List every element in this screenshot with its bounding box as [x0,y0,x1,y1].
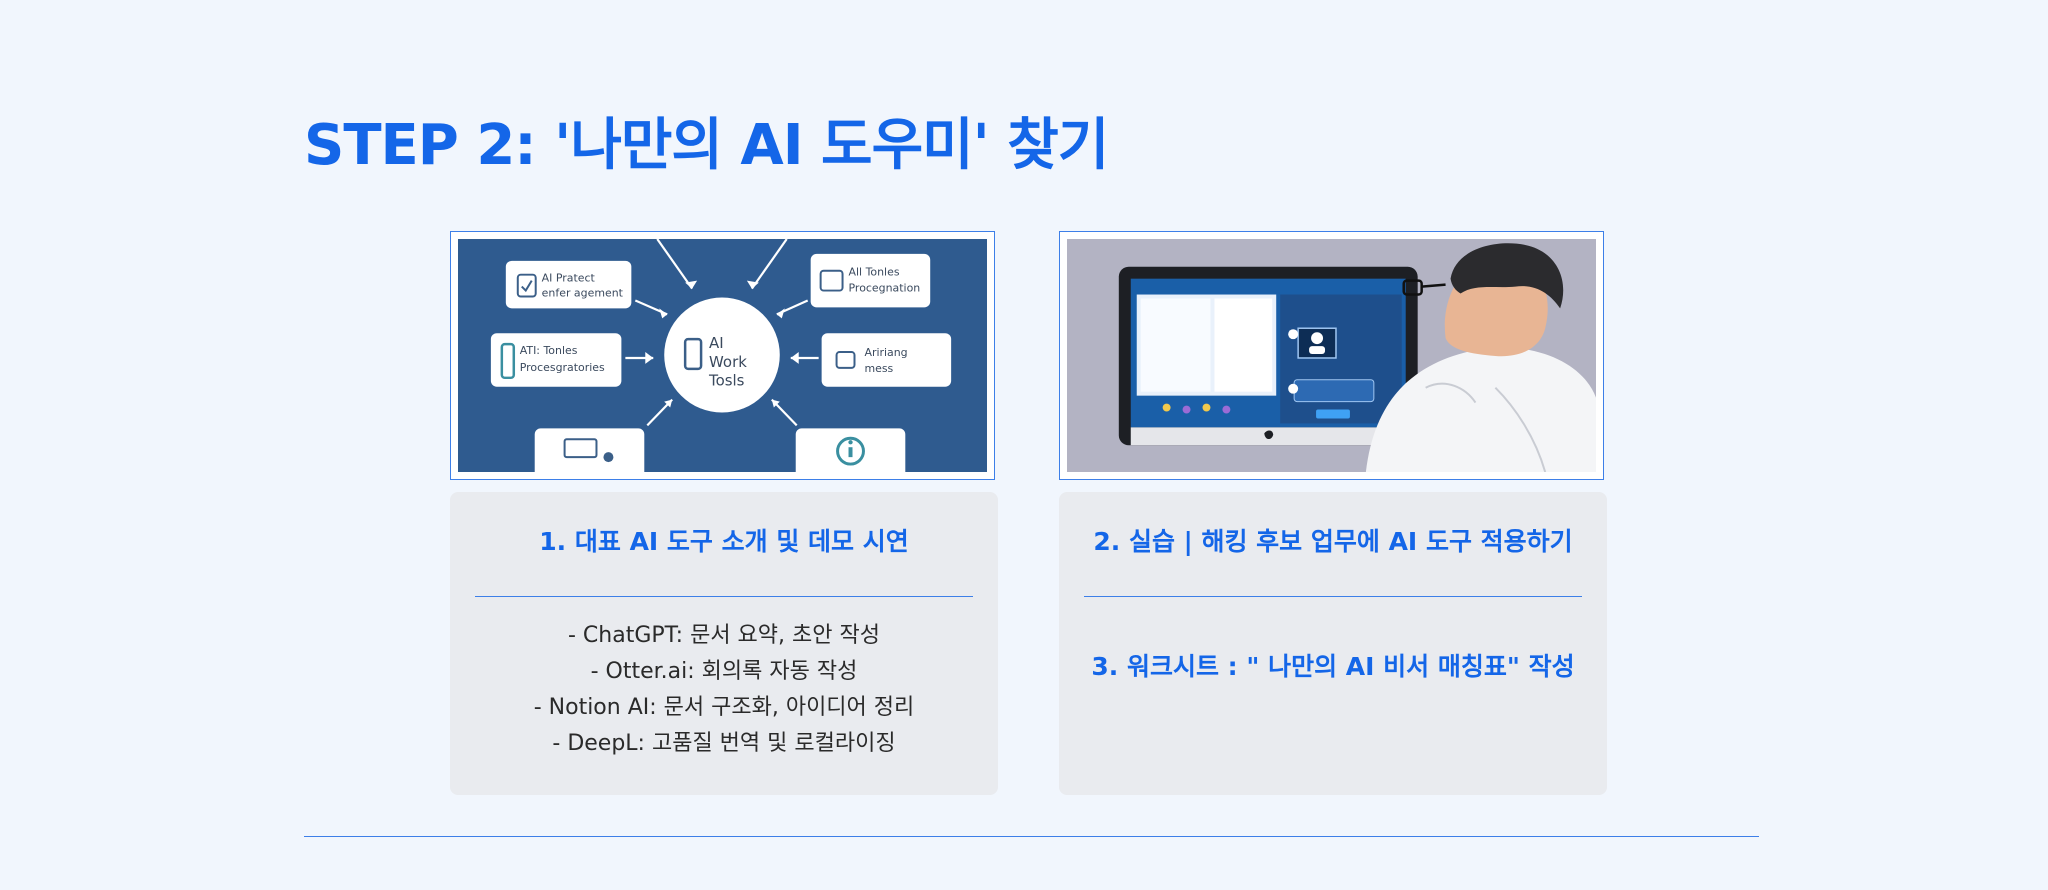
ai-tools-intro-card: 1. 대표 AI 도구 소개 및 데모 시연 - ChatGPT: 문서 요약,… [450,492,998,795]
card-heading: 1. 대표 AI 도구 소개 및 데모 시연 [539,527,909,556]
card-heading: 2. 실습 | 해킹 후보 업무에 AI 도구 적용하기 [1093,527,1573,556]
person-at-computer-illustration [1059,231,1604,480]
box-4-line-1: Aririang [864,346,907,359]
list-item: - DeepL: 고품질 번역 및 로컬라이징 [552,731,896,756]
box-2-line-1: All Tonles [849,266,900,279]
ai-tools-illustration: AI Work Tosls AI Pratect enfer agement A… [450,231,995,480]
list-item: - ChatGPT: 문서 요약, 초안 작성 [568,623,880,648]
box-1-line-2: enfer agement [542,287,624,300]
box-1-line-1: AI Pratect [542,272,596,285]
center-label-line-2: Work [709,353,747,371]
box-3-line-2: Procesgratories [520,361,605,374]
box-2-line-2: Procegnation [849,282,921,295]
list-item: - Otter.ai: 회의록 자동 작성 [590,659,858,684]
card-divider [1084,596,1582,597]
worksheet-label: 3. 워크시트 : " 나만의 AI 비서 매칭표" 작성 [1091,652,1575,681]
box-3-line-1: ATI: Tonles [520,344,578,357]
list-item: - Notion AI: 문서 구조화, 아이디어 정리 [533,695,915,720]
center-label-line-3: Tosls [708,372,745,390]
card-divider [475,596,973,597]
bottom-divider [304,836,1759,837]
practice-card: 2. 실습 | 해킹 후보 업무에 AI 도구 적용하기 3. 워크시트 : "… [1059,492,1607,795]
center-label-line-1: AI [709,334,724,352]
box-4-line-2: mess [864,362,893,375]
page-title: STEP 2: '나만의 AI 도우미' 찾기 [304,113,1109,178]
tool-list: - ChatGPT: 문서 요약, 초안 작성 - Otter.ai: 회의록 … [450,618,998,762]
